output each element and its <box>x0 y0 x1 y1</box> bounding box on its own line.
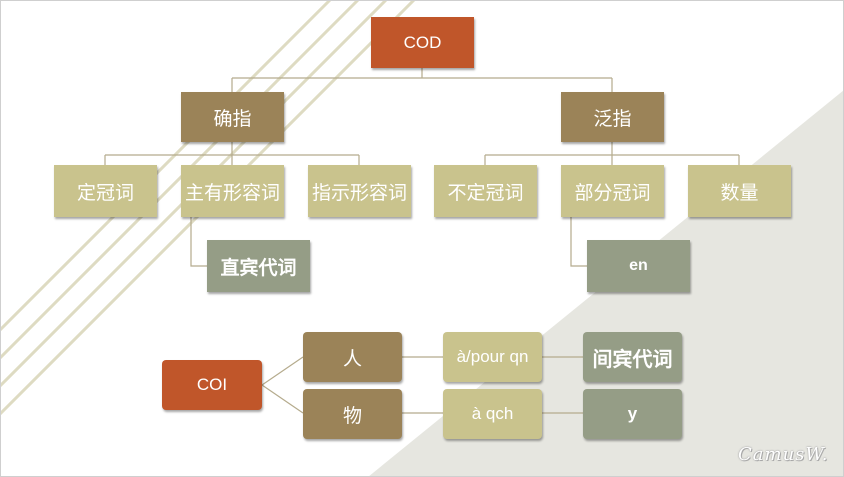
diagonal-stripe <box>0 0 360 360</box>
person-box: 人 <box>303 332 402 382</box>
en-pronoun-box: en <box>587 240 690 292</box>
partitive-article-box: 部分冠词 <box>561 165 664 217</box>
indefinite-article-box: 不定冠词 <box>434 165 537 217</box>
quantity-box: 数量 <box>688 165 791 217</box>
thing-box: 物 <box>303 389 402 439</box>
author-signature: CamusW. <box>738 444 829 465</box>
coi-root-box: COI <box>162 360 262 410</box>
preposition-thing-box: à qch <box>443 389 542 439</box>
demonstrative-adjective-box: 指示形容词 <box>308 165 411 217</box>
direct-object-pronoun-box: 直宾代词 <box>207 240 310 292</box>
definite-article-box: 定冠词 <box>54 165 157 217</box>
indirect-object-pronoun-box: 间宾代词 <box>583 332 682 382</box>
general-reference-box: 泛指 <box>561 92 664 142</box>
preposition-person-box: à/pour qn <box>443 332 542 382</box>
possessive-adjective-box: 主有形容词 <box>181 165 284 217</box>
diagonal-stripe <box>0 0 332 332</box>
definite-reference-box: 确指 <box>181 92 284 142</box>
cod-root-box: COD <box>371 17 474 68</box>
y-pronoun-box: y <box>583 389 682 439</box>
